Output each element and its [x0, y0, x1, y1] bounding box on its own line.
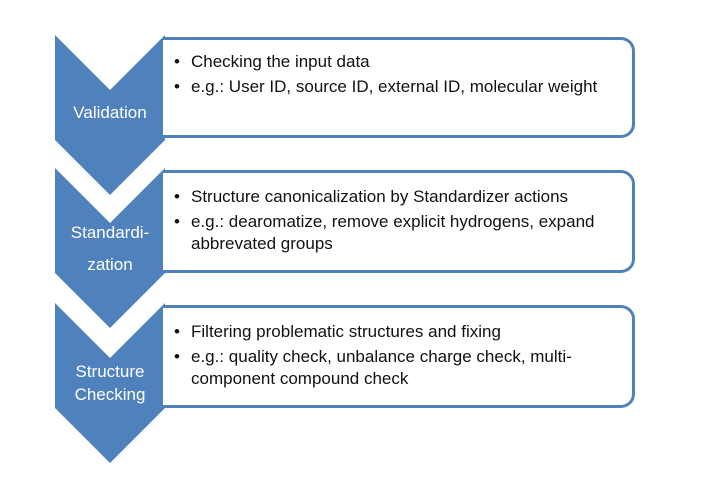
label-line: zation	[87, 255, 133, 274]
bullet: Structure canonicalization by Standardiz…	[163, 186, 632, 208]
bullet: Checking the input data	[163, 51, 632, 73]
bullet: e.g.: quality check, unbalance charge ch…	[163, 346, 632, 390]
bullet: e.g.: dearomatize, remove explicit hydro…	[163, 211, 632, 255]
chevron-structure-checking	[55, 303, 165, 463]
label-line: Standardi-	[70, 223, 150, 242]
chevron-validation	[55, 35, 165, 195]
chevron-standardization	[55, 168, 165, 328]
bullet: e.g.: User ID, source ID, external ID, m…	[163, 76, 632, 98]
label-line: Structure	[75, 362, 145, 381]
step-box-structure-checking: Filtering problematic structures and fix…	[163, 305, 635, 408]
step-label-structure-checking: Structure Checking	[55, 360, 165, 406]
bullet: Filtering problematic structures and fix…	[163, 321, 632, 343]
label-line: Checking	[74, 385, 146, 404]
label-line: Validation	[73, 103, 147, 122]
step-label-standardization: Standardi- zation	[55, 221, 165, 276]
step-box-standardization: Structure canonicalization by Standardiz…	[163, 170, 635, 273]
step-label-validation: Validation	[55, 101, 165, 124]
step-box-validation: Checking the input data e.g.: User ID, s…	[163, 37, 635, 138]
